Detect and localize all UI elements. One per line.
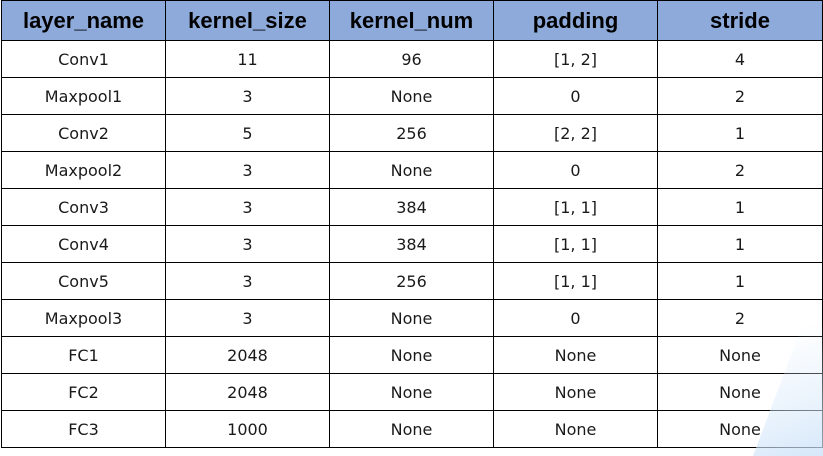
- layer-name-cell: Conv4: [1, 225, 166, 263]
- stride-cell: 1: [657, 114, 823, 152]
- padding-cell: [1, 1]: [493, 188, 658, 226]
- layer-name-cell: Conv3: [1, 188, 166, 226]
- kernel-size-cell: 11: [165, 40, 330, 78]
- padding-cell: [1, 2]: [493, 40, 658, 78]
- header-kernel-num: kernel_num: [329, 0, 494, 41]
- kernel-num-cell: 96: [329, 40, 494, 78]
- padding-cell: None: [493, 410, 658, 448]
- padding-cell: None: [493, 336, 658, 374]
- stride-cell: None: [657, 410, 823, 448]
- layer-name-cell: Maxpool2: [1, 151, 166, 189]
- padding-cell: [1, 1]: [493, 225, 658, 263]
- header-stride: stride: [657, 0, 823, 41]
- header-layer-name: layer_name: [1, 0, 166, 41]
- kernel-size-cell: 3: [165, 77, 330, 115]
- stride-cell: None: [657, 336, 823, 374]
- layer-name-cell: FC3: [1, 410, 166, 448]
- kernel-size-cell: 5: [165, 114, 330, 152]
- stride-cell: 2: [657, 77, 823, 115]
- stride-cell: 2: [657, 151, 823, 189]
- kernel-num-cell: None: [329, 77, 494, 115]
- kernel-size-cell: 3: [165, 299, 330, 337]
- header-padding: padding: [493, 0, 658, 41]
- stride-cell: 1: [657, 225, 823, 263]
- padding-cell: [1, 1]: [493, 262, 658, 300]
- stride-cell: 1: [657, 188, 823, 226]
- stride-cell: 2: [657, 299, 823, 337]
- padding-cell: None: [493, 373, 658, 411]
- kernel-size-cell: 3: [165, 225, 330, 263]
- stride-cell: 4: [657, 40, 823, 78]
- kernel-size-cell: 3: [165, 188, 330, 226]
- kernel-size-cell: 3: [165, 151, 330, 189]
- kernel-num-cell: None: [329, 151, 494, 189]
- layer-name-cell: FC2: [1, 373, 166, 411]
- kernel-num-cell: None: [329, 373, 494, 411]
- stride-cell: 1: [657, 262, 823, 300]
- kernel-size-cell: 3: [165, 262, 330, 300]
- kernel-num-cell: 384: [329, 225, 494, 263]
- layer-name-cell: Maxpool3: [1, 299, 166, 337]
- kernel-num-cell: None: [329, 336, 494, 374]
- kernel-size-cell: 2048: [165, 373, 330, 411]
- header-kernel-size: kernel_size: [165, 0, 330, 41]
- layer-name-cell: Conv2: [1, 114, 166, 152]
- layer-name-cell: Conv5: [1, 262, 166, 300]
- padding-cell: [2, 2]: [493, 114, 658, 152]
- kernel-num-cell: None: [329, 299, 494, 337]
- layer-name-cell: Conv1: [1, 40, 166, 78]
- kernel-num-cell: 384: [329, 188, 494, 226]
- table-header-row: layer_name kernel_size kernel_num paddin…: [1, 0, 823, 41]
- layer-name-cell: FC1: [1, 336, 166, 374]
- kernel-num-cell: None: [329, 410, 494, 448]
- layer-name-cell: Maxpool1: [1, 77, 166, 115]
- kernel-size-cell: 1000: [165, 410, 330, 448]
- stride-cell: None: [657, 373, 823, 411]
- padding-cell: 0: [493, 77, 658, 115]
- padding-cell: 0: [493, 151, 658, 189]
- kernel-num-cell: 256: [329, 262, 494, 300]
- padding-cell: 0: [493, 299, 658, 337]
- kernel-size-cell: 2048: [165, 336, 330, 374]
- kernel-num-cell: 256: [329, 114, 494, 152]
